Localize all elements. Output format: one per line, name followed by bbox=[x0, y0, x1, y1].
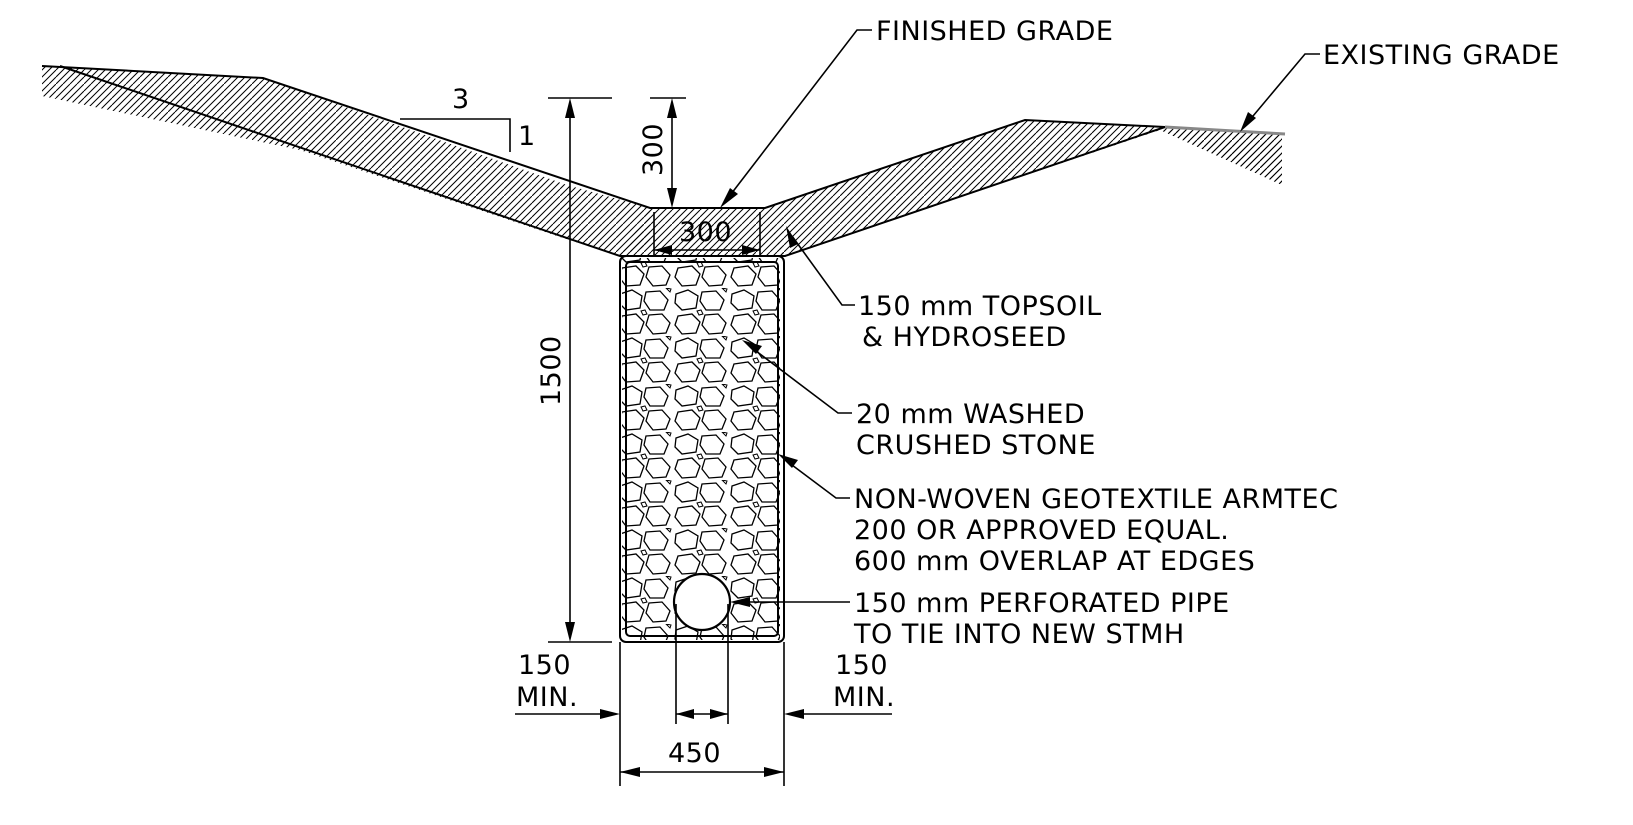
trench-width-text: 450 bbox=[668, 738, 721, 769]
swale-width-text: 300 bbox=[679, 217, 732, 248]
geotextile-label-2: 200 OR APPROVED EQUAL. bbox=[854, 515, 1229, 546]
topsoil-label-2: & HYDROSEED bbox=[862, 322, 1067, 353]
existing-grade-label: EXISTING GRADE bbox=[1323, 40, 1560, 71]
stone-label-1: 20 mm WASHED bbox=[856, 399, 1085, 430]
slope-run: 3 bbox=[452, 84, 470, 115]
ground-left bbox=[42, 66, 650, 256]
depth-dim-text: 1500 bbox=[536, 335, 567, 406]
stone-label-2: CRUSHED STONE bbox=[856, 430, 1096, 461]
right-clearance-note: MIN. bbox=[833, 682, 895, 713]
slope-indicator bbox=[400, 118, 511, 152]
slope-rise: 1 bbox=[518, 121, 536, 152]
finished-grade-label: FINISHED GRADE bbox=[876, 16, 1113, 47]
geotextile-wrap bbox=[619, 255, 785, 643]
finished-grade-line bbox=[41, 65, 1166, 209]
left-clearance-note: MIN. bbox=[516, 682, 578, 713]
pipe-label-2: TO TIE INTO NEW STMH bbox=[853, 619, 1185, 650]
left-clearance-text: 150 bbox=[518, 650, 571, 681]
geotextile-label-1: NON-WOVEN GEOTEXTILE ARMTEC bbox=[854, 484, 1338, 515]
ground-right-fill bbox=[1160, 130, 1282, 185]
existing-grade-line bbox=[1164, 125, 1286, 136]
perforated-pipe bbox=[672, 572, 732, 632]
pipe-label-1: 150 mm PERFORATED PIPE bbox=[854, 588, 1230, 619]
swale-depth-text: 300 bbox=[638, 123, 669, 176]
right-clearance-text: 150 bbox=[835, 650, 888, 681]
topsoil-bottom bbox=[620, 208, 785, 256]
topsoil-label-1: 150 mm TOPSOIL bbox=[858, 291, 1102, 322]
geotextile-label-3: 600 mm OVERLAP AT EDGES bbox=[854, 546, 1255, 577]
trench-outline bbox=[625, 261, 779, 637]
